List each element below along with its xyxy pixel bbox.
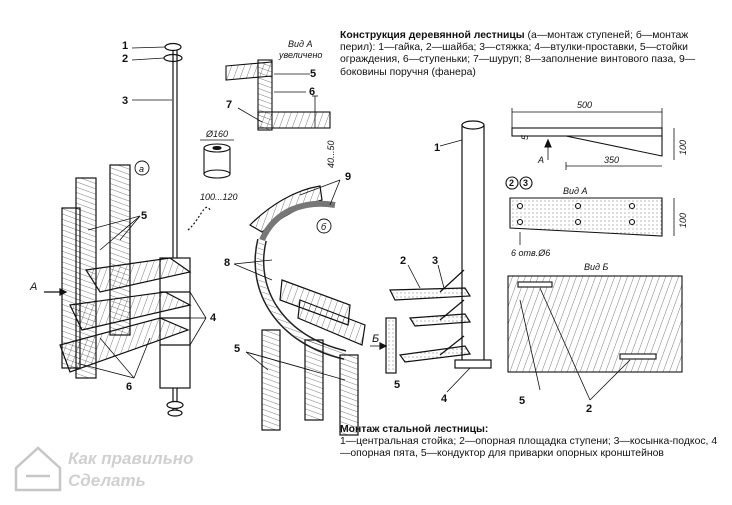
label-5-b: 5 (234, 343, 240, 355)
label-5: 5 (141, 210, 147, 222)
label-6: 6 (126, 381, 132, 393)
caption-wood-body: (а—монтаж ступеней; б—монтаж перил): 1—г… (340, 30, 696, 78)
label-5-steel: 5 (394, 379, 400, 391)
circle-label-b: б (321, 222, 327, 232)
label-6-view: 6 (309, 86, 315, 98)
bushing-labels: Ø160 100...120 (200, 129, 238, 202)
label-3-steel: 3 (432, 255, 438, 267)
label-4-steel: 4 (441, 393, 448, 405)
steel-stair (370, 120, 492, 393)
caption-wood-title: Конструкция деревянной лестницы (340, 30, 525, 41)
figure-b-labels: 9 8 5 б (224, 171, 351, 355)
dim-500: 500 (577, 100, 592, 110)
dim-d160: Ø160 (205, 129, 228, 139)
label-2-jig: 2 (586, 403, 592, 415)
arrow-label-b: Б (372, 333, 379, 345)
view-a-detail (225, 59, 331, 131)
watermark-logo: Как правильно Сделать (8, 436, 238, 496)
arrow-label-a: А (29, 281, 37, 293)
bushing-detail (200, 139, 234, 179)
label-5-jig: 5 (519, 395, 525, 407)
badge-2: 2 (509, 178, 514, 188)
view-b-title: Вид Б (584, 262, 608, 272)
view-a-plate (509, 197, 675, 245)
label-8: 8 (224, 257, 230, 269)
label-2: 2 (122, 53, 128, 65)
caption-steel-body: 1—центральная стойка; 2—опорная площадка… (340, 436, 718, 460)
dim-350: 350 (604, 155, 619, 165)
bracket-drawing (511, 108, 675, 170)
caption-steel-stair: Монтаж стальной лестницы: 1—центральная … (340, 424, 720, 461)
holes-label: 6 отв.Ø6 (511, 248, 550, 258)
dim-5: 5 (520, 134, 530, 140)
view-a-zoom-label: увеличено (278, 50, 322, 60)
label-4: 4 (210, 312, 217, 324)
label-1: 1 (122, 40, 128, 52)
label-2-steel: 2 (400, 255, 406, 267)
caption-wood-stair: Конструкция деревянной лестницы (а—монта… (340, 30, 720, 79)
dim-100-plate: 100 (678, 213, 688, 228)
dim-100-top: 100 (678, 140, 688, 155)
label-3: 3 (122, 95, 128, 107)
view-a-labels: Вид А увеличено 5 6 7 40...50 (226, 39, 336, 168)
figure-b-handrail (233, 179, 366, 436)
label-9: 9 (345, 171, 351, 183)
badge-3: 3 (523, 178, 528, 188)
caption-steel-title: Монтаж стальной лестницы: (340, 424, 489, 435)
arrow-a-bracket: А (537, 155, 544, 165)
view-b-jig (507, 275, 683, 401)
view-a-plate-title: Вид А (563, 186, 588, 196)
label-5-view: 5 (310, 68, 316, 80)
watermark-line2: Сделать (68, 471, 146, 490)
bracket-labels: 500 350 100 5 А (520, 100, 688, 165)
figure-a-labels: 1 2 3 5 4 6 а А (29, 40, 217, 393)
label-7: 7 (226, 99, 232, 111)
badges (505, 176, 533, 190)
circle-label-a: а (139, 164, 144, 174)
view-a-title: Вид А (288, 39, 313, 49)
steel-stair-labels: 1 2 3 4 5 Б (372, 142, 448, 405)
house-icon (14, 446, 62, 492)
watermark-line1: Как правильно (68, 449, 193, 468)
dim-40-50: 40...50 (326, 140, 336, 168)
dim-100-120: 100...120 (200, 192, 238, 202)
label-1-steel: 1 (434, 142, 440, 154)
figure-a-wood-stair (44, 42, 211, 417)
